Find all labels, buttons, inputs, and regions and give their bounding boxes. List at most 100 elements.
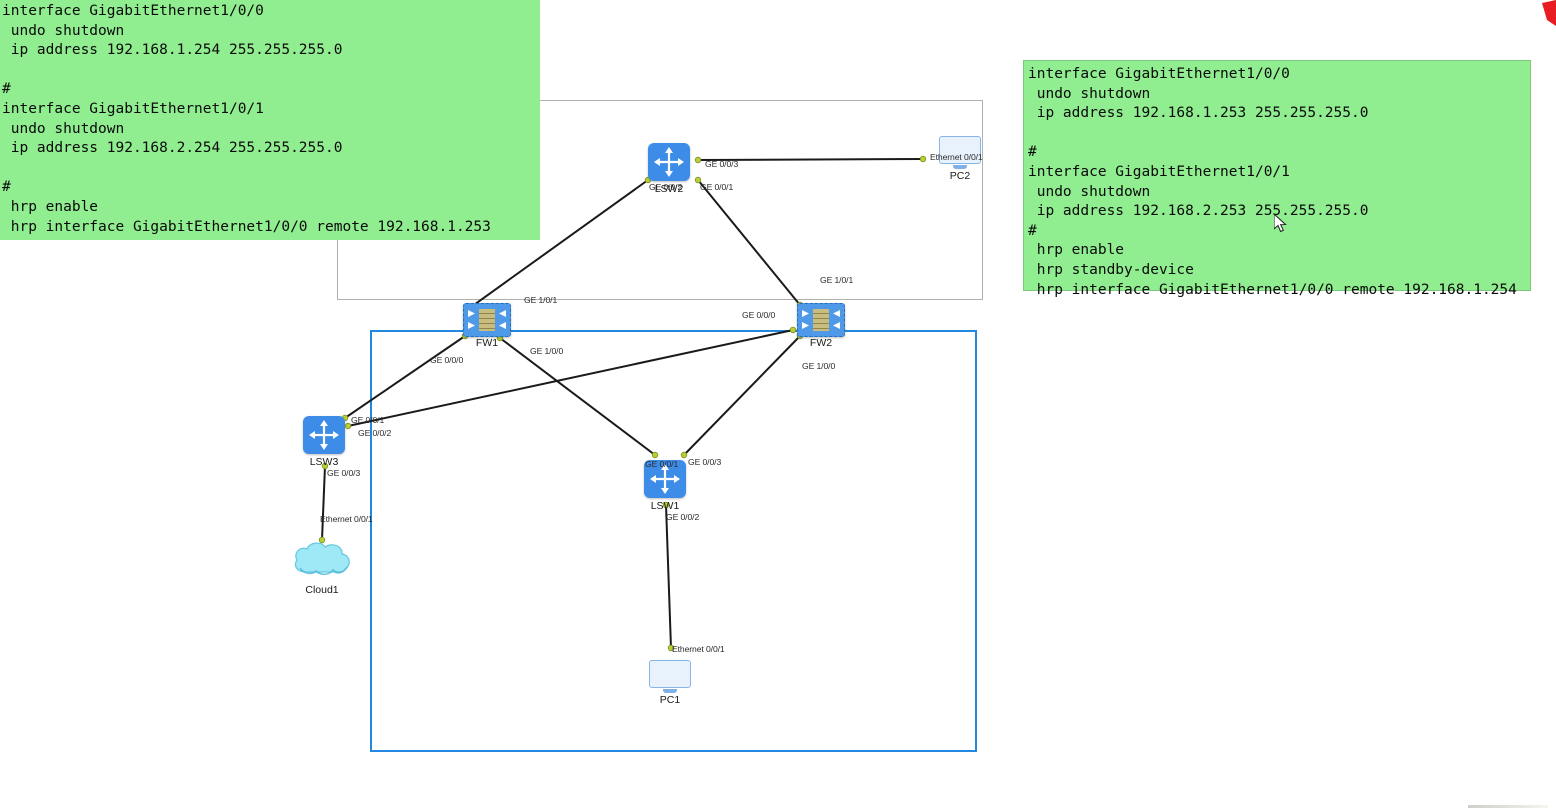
port-label-lsw1-15: GE 0/0/3 — [688, 457, 722, 467]
node-label-pc2: PC2 — [949, 170, 971, 182]
link-lsw2-fw2[interactable] — [697, 179, 801, 306]
link-endpoint-dot — [694, 176, 702, 184]
config-fw2-line-6: undo shutdown — [1028, 183, 1151, 200]
firewall-brick-wall — [479, 309, 495, 331]
link-fw2-lsw1[interactable] — [683, 335, 801, 456]
switch-icon — [303, 416, 345, 454]
link-endpoint-dot — [667, 644, 675, 652]
pc-stand — [663, 689, 677, 693]
config-fw1-line-9: # — [2, 179, 11, 196]
link-fw1-lsw1[interactable] — [499, 337, 656, 456]
red-arrow-marker-icon — [1542, 0, 1556, 26]
config-fw2-line-8: # — [1028, 222, 1037, 239]
link-lsw1-pc1[interactable] — [665, 504, 672, 649]
link-lsw2-fw1[interactable] — [470, 179, 649, 308]
link-endpoint-dot — [651, 451, 659, 459]
node-lsw1[interactable]: LSW1 — [644, 460, 686, 512]
link-endpoint-dot — [662, 501, 670, 509]
port-label-cloud1-13: Ethernet 0/0/1 — [320, 514, 373, 524]
node-cloud1[interactable]: Cloud1 — [290, 538, 354, 596]
config-panel-fw1: interface GigabitEthernet1/0/0 undo shut… — [0, 0, 540, 240]
node-label-lsw1: LSW1 — [650, 500, 680, 512]
switch-icon — [648, 143, 690, 181]
config-fw2-line-9: hrp enable — [1028, 242, 1125, 259]
port-label-pc2-3: Ethernet 0/0/1 — [930, 152, 983, 162]
port-label-fw1-4: GE 1/0/1 — [524, 295, 558, 305]
node-pc1[interactable]: PC1 — [649, 660, 691, 706]
config-fw2-line-2: ip address 192.168.1.253 255.255.255.0 — [1028, 105, 1369, 122]
config-fw1-line-2: ip address 192.168.1.254 255.255.255.0 — [2, 42, 343, 59]
link-endpoint-dot — [919, 155, 927, 163]
node-label-lsw2: LSW2 — [654, 183, 684, 195]
four-way-arrow-icon — [654, 147, 684, 177]
config-fw1-line-8 — [2, 159, 540, 179]
port-label-lsw3-10: GE 0/0/1 — [351, 415, 385, 425]
four-way-arrow-icon — [650, 464, 680, 494]
node-label-cloud1: Cloud1 — [305, 584, 339, 596]
cloud-shape-icon — [294, 542, 350, 576]
config-fw1-line-7: ip address 192.168.2.254 255.255.255.0 — [2, 140, 343, 157]
config-panel-fw2: interface GigabitEthernet1/0/0 undo shut… — [1023, 60, 1531, 298]
port-label-lsw3-12: GE 0/0/3 — [327, 468, 361, 478]
link-endpoint-dot — [344, 422, 352, 430]
config-fw1-line-5: interface GigabitEthernet1/0/1 — [2, 100, 264, 117]
port-label-fw2-9: GE 1/0/0 — [802, 361, 836, 371]
pc-screen — [939, 136, 981, 164]
config-fw1-line-3 — [2, 61, 540, 81]
config-fw2-line-3 — [1028, 124, 1530, 144]
port-label-lsw2-0: GE 0/0/3 — [705, 159, 739, 169]
config-fw2-line-4: # — [1028, 144, 1037, 161]
port-label-fw1-5: GE 0/0/0 — [430, 355, 464, 365]
node-lsw3[interactable]: LSW3 — [303, 416, 345, 468]
firewall-arrows-icon — [802, 310, 840, 329]
node-lsw2[interactable]: LSW2 — [648, 143, 690, 195]
config-fw1-line-10: hrp enable — [2, 198, 99, 215]
bottom-divider-bar — [1468, 805, 1548, 808]
link-endpoint-dot — [321, 462, 329, 470]
port-label-pc1-17: Ethernet 0/0/1 — [672, 644, 725, 654]
link-lsw3-cloud1[interactable] — [321, 465, 326, 541]
link-fw2-lsw3[interactable] — [347, 329, 794, 427]
cloud-icon — [290, 538, 354, 582]
node-fw1[interactable]: FW1 — [463, 303, 511, 349]
port-label-lsw1-14: GE 0/0/1 — [645, 459, 679, 469]
firewall-arrows-icon — [468, 310, 506, 329]
link-endpoint-dot — [318, 536, 326, 544]
config-fw2-line-0: interface GigabitEthernet1/0/0 — [1028, 66, 1290, 82]
node-label-lsw3: LSW3 — [309, 456, 339, 468]
firewall-icon — [797, 303, 845, 337]
switch-icon — [644, 460, 686, 498]
link-lsw2-pc2[interactable] — [697, 158, 924, 161]
pc-stand — [953, 165, 967, 169]
firewall-brick-wall — [813, 309, 829, 331]
node-label-fw2: FW2 — [809, 337, 833, 349]
link-fw1-lsw3[interactable] — [344, 335, 466, 419]
port-label-lsw3-11: GE 0/0/2 — [358, 428, 392, 438]
node-label-pc1: PC1 — [659, 694, 681, 706]
port-label-lsw2-1: GE 0/0/2 — [649, 182, 683, 192]
firewall-icon — [463, 303, 511, 337]
config-fw1-line-0: interface GigabitEthernet1/0/0 — [2, 3, 264, 19]
link-endpoint-dot — [680, 451, 688, 459]
config-fw1-line-1: undo shutdown — [2, 22, 125, 39]
node-pc2[interactable]: PC2 — [939, 136, 981, 182]
config-fw2-line-11: hrp interface GigabitEthernet1/0/0 remot… — [1028, 281, 1517, 298]
config-fw1-line-11: hrp interface GigabitEthernet1/0/0 remot… — [2, 218, 491, 235]
pc-screen — [649, 660, 691, 688]
four-way-arrow-icon — [309, 420, 339, 450]
node-label-fw1: FW1 — [475, 337, 499, 349]
config-fw2-line-7: ip address 192.168.2.253 255.255.255.0 — [1028, 203, 1369, 220]
node-fw2[interactable]: FW2 — [797, 303, 845, 349]
link-endpoint-dot — [789, 326, 797, 334]
port-label-fw2-7: GE 1/0/1 — [820, 275, 854, 285]
port-label-lsw2-2: GE 0/0/1 — [700, 182, 734, 192]
config-fw1-line-6: undo shutdown — [2, 120, 125, 137]
config-fw2-line-1: undo shutdown — [1028, 85, 1151, 102]
config-fw1-line-4: # — [2, 81, 11, 98]
pc-icon — [649, 660, 691, 693]
zone-untrust-rectangle — [370, 330, 977, 752]
config-fw2-line-10: hrp standby-device — [1028, 261, 1194, 278]
pc-icon — [939, 136, 981, 169]
config-fw2-line-5: interface GigabitEthernet1/0/1 — [1028, 163, 1290, 180]
